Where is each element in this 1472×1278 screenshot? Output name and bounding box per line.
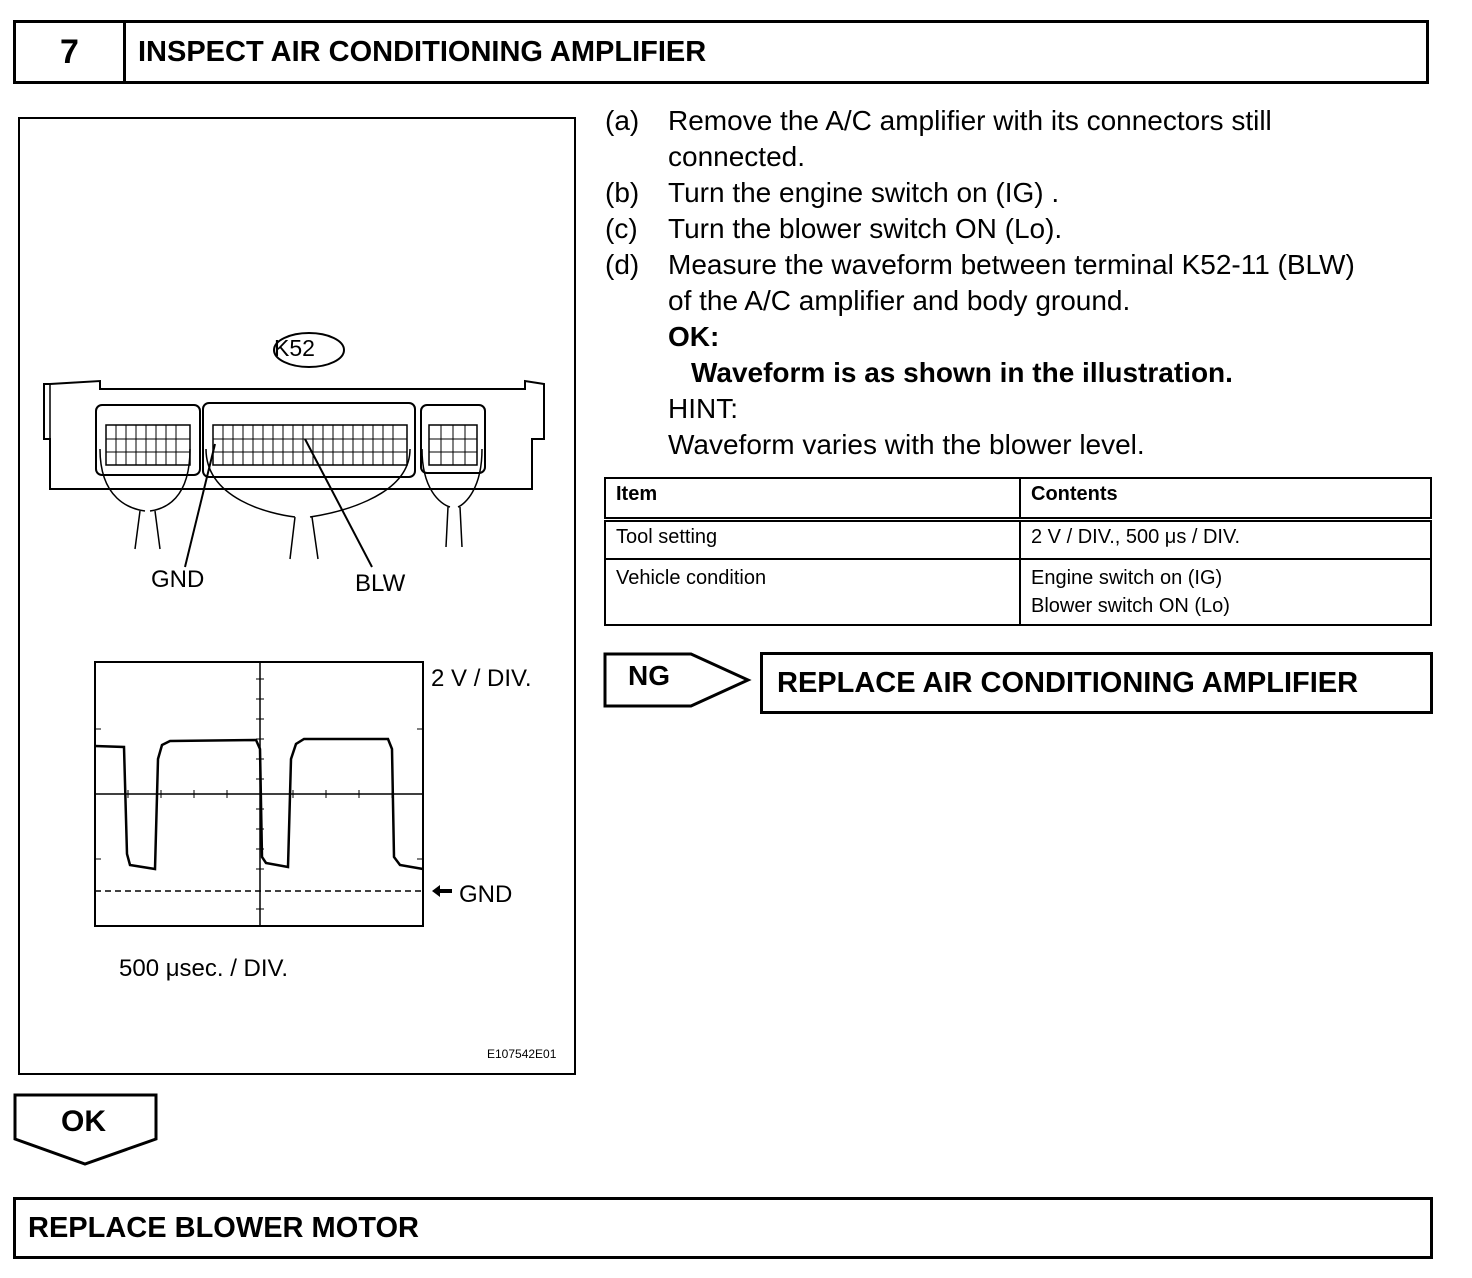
- gnd-terminal-label: GND: [151, 566, 205, 593]
- table-cell-contents: 2 V / DIV., 500 μs / DIV.: [1019, 518, 1432, 560]
- step-letter: (b): [605, 177, 640, 208]
- table-header-row: Item Contents: [604, 477, 1432, 522]
- step-text: Turn the engine switch on (IG) .: [668, 177, 1060, 208]
- connector-id-label: K52: [274, 335, 315, 361]
- time-division-label: 500 μsec. / DIV.: [119, 955, 289, 982]
- step-text: Remove the A/C amplifier with its connec…: [668, 105, 1272, 136]
- step-letter: (c): [605, 213, 638, 244]
- ground-level-label: GND: [459, 881, 513, 908]
- step-text: Turn the blower switch ON (Lo).: [668, 213, 1063, 244]
- table-row: Vehicle condition Engine switch on (IG) …: [604, 558, 1432, 626]
- ok-action-text: REPLACE BLOWER MOTOR: [28, 1212, 419, 1244]
- table-cell-contents: Engine switch on (IG) Blower switch ON (…: [1019, 558, 1432, 626]
- ok-label: OK: [61, 1105, 106, 1138]
- procedure-step-c: (c) Turn the blower switch ON (Lo).: [605, 211, 1435, 247]
- ng-result-box: REPLACE AIR CONDITIONING AMPLIFIER: [760, 652, 1433, 714]
- amplifier-connector-illustration: [43, 332, 545, 927]
- step-text: connected.: [668, 141, 805, 172]
- table-cell-item: Tool setting: [604, 518, 1021, 560]
- step-title: INSPECT AIR CONDITIONING AMPLIFIER: [138, 36, 707, 68]
- table-header-contents: Contents: [1019, 477, 1432, 522]
- hint-text: Waveform varies with the blower level.: [668, 429, 1145, 460]
- step-text: Measure the waveform between terminal K5…: [668, 249, 1355, 280]
- ok-spec-text: Waveform is as shown in the illustration…: [691, 357, 1233, 388]
- blw-terminal-label: BLW: [355, 570, 406, 597]
- tool-setting-table: Item Contents Tool setting 2 V / DIV., 5…: [604, 477, 1432, 626]
- step-letter: (d): [605, 249, 640, 280]
- ok-spec-label: OK:: [668, 321, 720, 352]
- illustration-frame: K52 GND BLW 2 V / DIV. GND 500 μsec. / D…: [18, 117, 576, 1075]
- ng-action-text: REPLACE AIR CONDITIONING AMPLIFIER: [777, 667, 1359, 699]
- step-number: 7: [16, 23, 126, 81]
- table-header-item: Item: [604, 477, 1021, 522]
- ok-result-box: REPLACE BLOWER MOTOR: [13, 1197, 1433, 1259]
- step-text: of the A/C amplifier and body ground.: [668, 285, 1131, 316]
- table-cell-item: Vehicle condition: [604, 558, 1021, 626]
- procedure-step-d: (d) Measure the waveform between termina…: [605, 247, 1435, 319]
- ok-arrow-shape: [13, 1093, 158, 1166]
- step-header: 7 INSPECT AIR CONDITIONING AMPLIFIER: [13, 20, 1429, 84]
- voltage-division-label: 2 V / DIV.: [431, 665, 532, 692]
- procedure-step-a: (a) Remove the A/C amplifier with its co…: [605, 103, 1435, 175]
- ng-arrow-shape: [603, 652, 752, 708]
- step-letter: (a): [605, 105, 640, 136]
- contents-line: Blower switch ON (Lo): [1031, 595, 1230, 617]
- procedure-steps: (a) Remove the A/C amplifier with its co…: [605, 103, 1435, 463]
- hint-label: HINT:: [668, 393, 738, 424]
- table-row: Tool setting 2 V / DIV., 500 μs / DIV.: [604, 518, 1432, 560]
- procedure-step-b: (b) Turn the engine switch on (IG) .: [605, 175, 1435, 211]
- figure-code: E107542E01: [487, 1047, 557, 1061]
- contents-line: Engine switch on (IG): [1031, 567, 1223, 589]
- ng-label: NG: [628, 660, 670, 691]
